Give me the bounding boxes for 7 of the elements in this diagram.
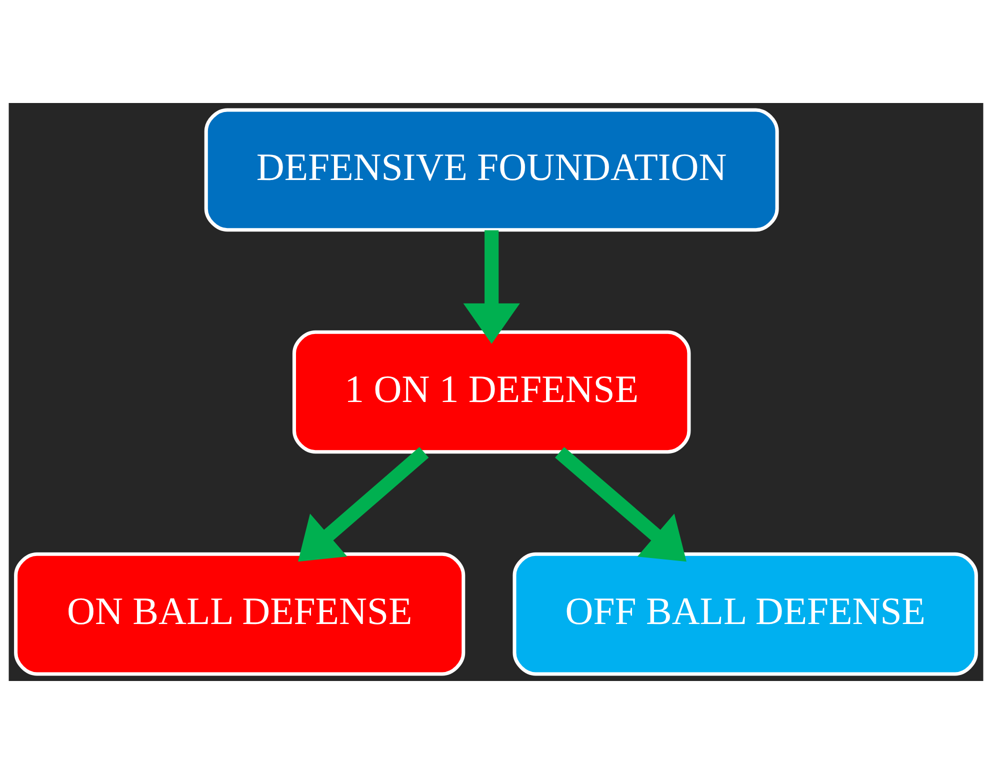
node-box: 1 ON 1 DEFENSE <box>292 330 691 454</box>
arrow <box>298 446 429 562</box>
node-box: DEFENSIVE FOUNDATION <box>204 108 779 232</box>
node-box: OFF BALL DEFENSE <box>512 552 978 676</box>
arrow <box>463 230 520 344</box>
node-box: ON BALL DEFENSE <box>14 552 466 676</box>
arrow <box>555 446 686 562</box>
